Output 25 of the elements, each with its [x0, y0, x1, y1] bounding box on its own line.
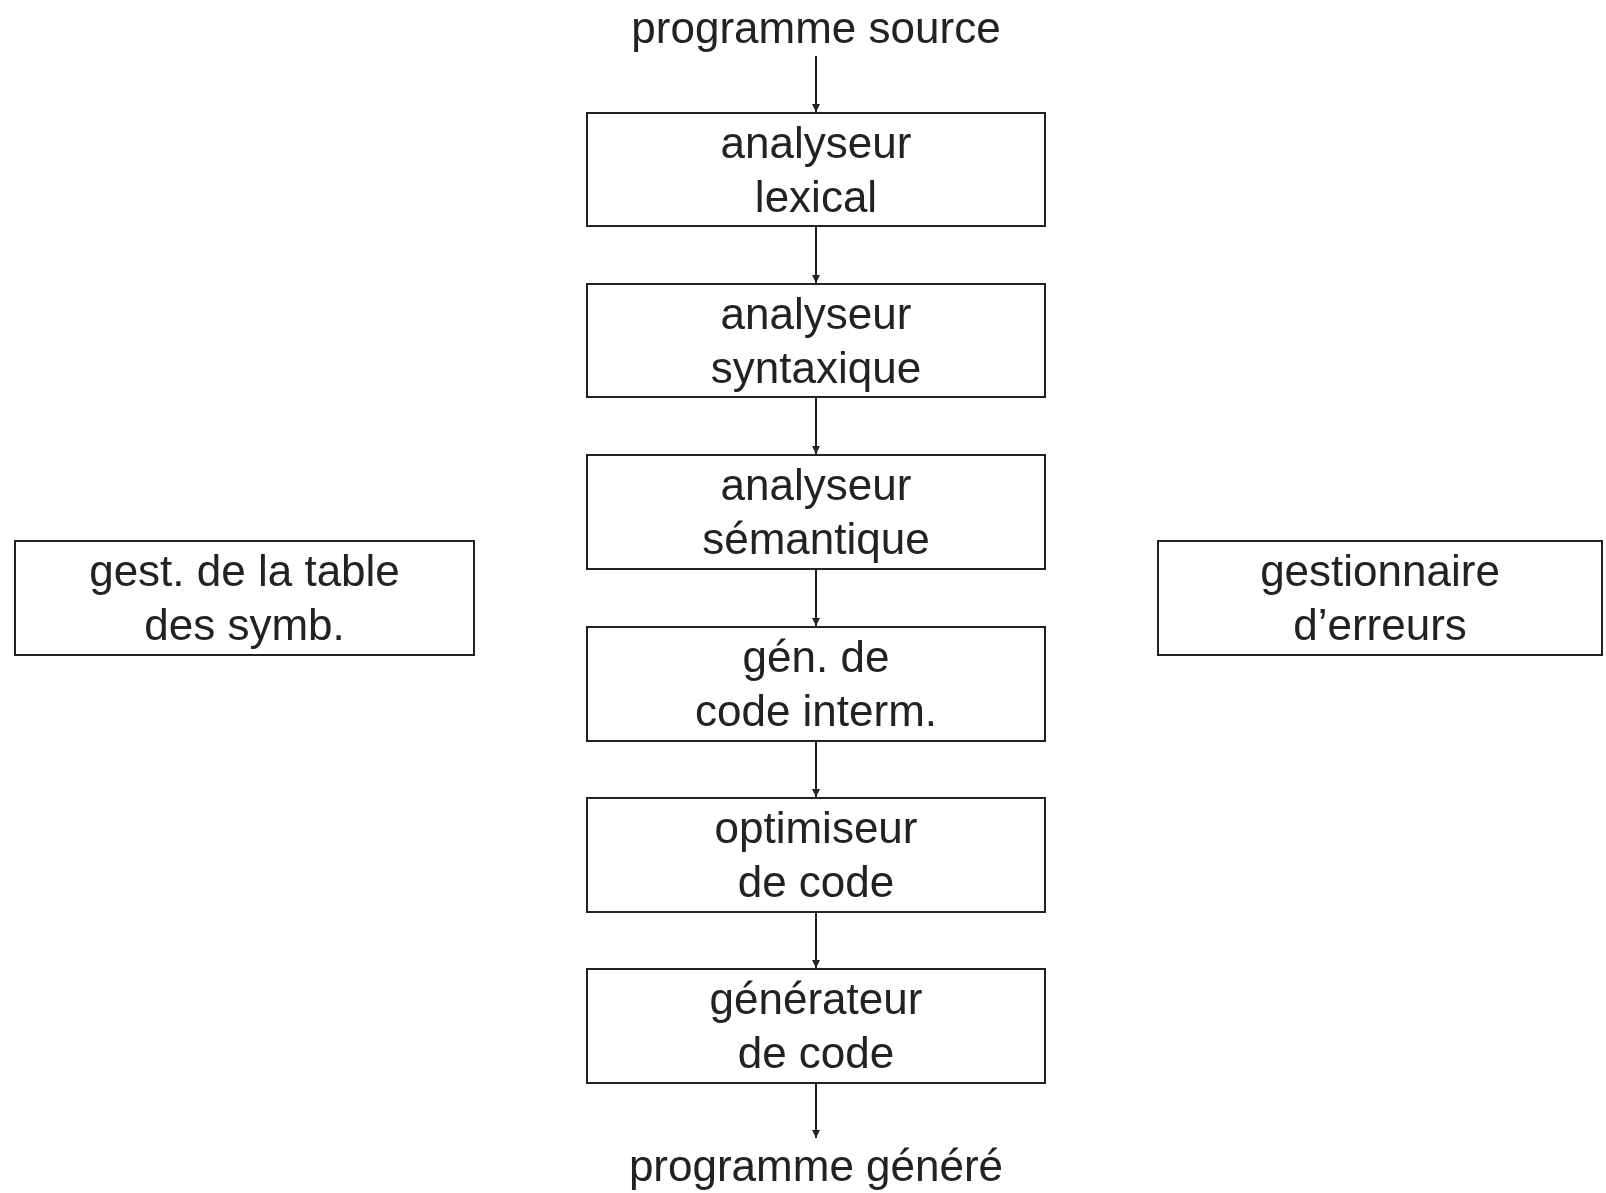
box-label: optimiseur de code [713, 802, 919, 908]
process-box [586, 968, 1046, 1084]
arrow [812, 55, 820, 113]
process-box [586, 454, 1046, 570]
box-label: générateur de code [708, 973, 924, 1079]
arrow [812, 226, 820, 284]
box-label: analyseur sémantique [701, 459, 931, 565]
box-label: gest. de la table des symb. [88, 545, 401, 651]
process-box [586, 283, 1046, 398]
box-label: gestionnaire d’erreurs [1259, 545, 1501, 651]
arrow [812, 1083, 820, 1139]
process-box [586, 626, 1046, 742]
flow-label: programme source [631, 2, 1001, 54]
arrow [812, 397, 820, 455]
arrow [812, 912, 820, 969]
arrow [812, 569, 820, 627]
process-box [1157, 540, 1603, 656]
box-label: gén. de code interm. [693, 631, 939, 737]
process-box [14, 540, 475, 656]
process-box [586, 112, 1046, 227]
box-label: analyseur lexical [719, 116, 913, 223]
process-box [586, 797, 1046, 913]
box-label: analyseur syntaxique [709, 287, 923, 394]
arrow [812, 741, 820, 798]
flow-label: programme généré [628, 1139, 1004, 1192]
